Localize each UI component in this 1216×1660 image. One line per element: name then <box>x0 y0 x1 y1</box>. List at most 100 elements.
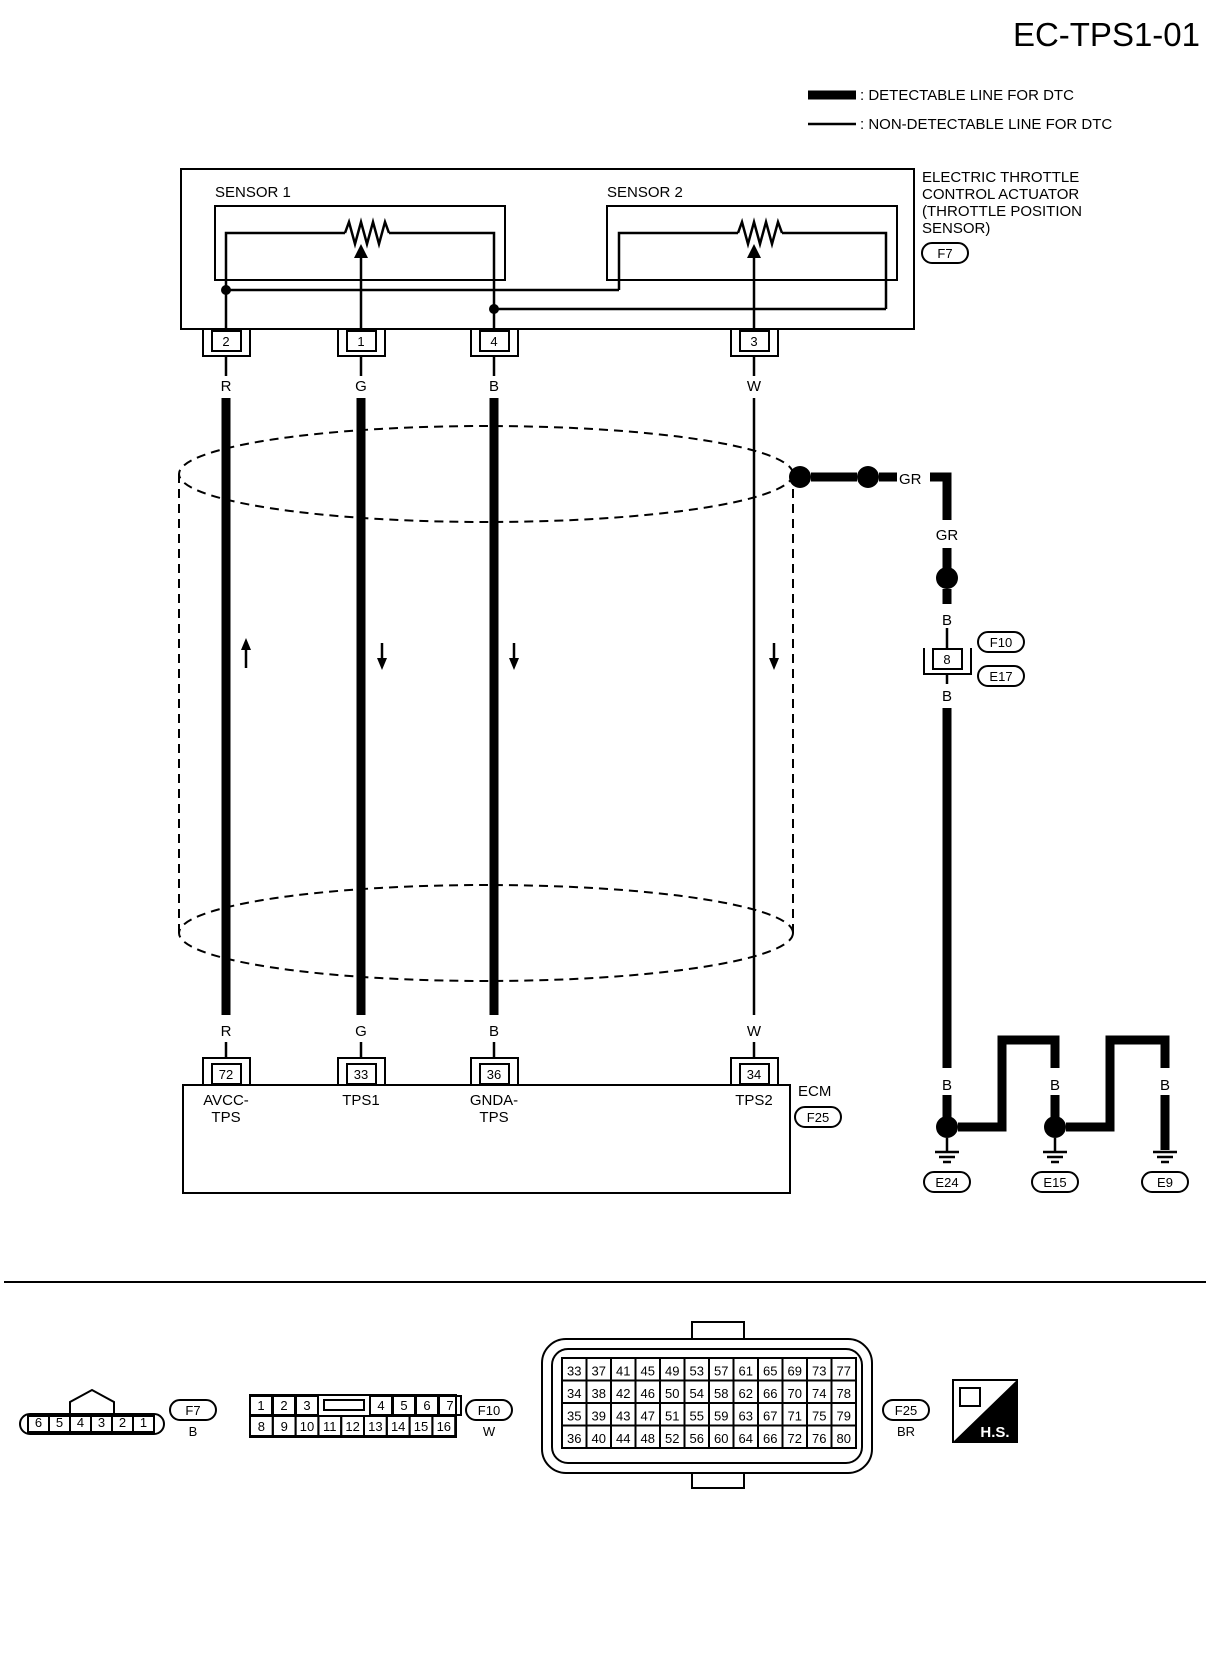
f25-top-key <box>691 1321 745 1340</box>
ecm-term-avcc-2: TPS <box>211 1109 240 1126</box>
f25-housing-inner <box>551 1348 863 1464</box>
f25-pin-2-6: 59 <box>714 1409 728 1424</box>
f10-tag <box>465 1399 513 1421</box>
f10-key-slot <box>323 1399 365 1411</box>
legend-detectable: : DETECTABLE LINE FOR DTC <box>860 87 1074 104</box>
ground-splice-e24 <box>936 1116 958 1138</box>
f25-pin-3-6: 60 <box>714 1431 728 1446</box>
f7-pin-4: 4 <box>77 1415 84 1430</box>
f10-pin-5: 5 <box>400 1398 407 1413</box>
ground-bridge-1 <box>958 1035 1060 1132</box>
f10-pin-2: 2 <box>280 1398 287 1413</box>
hs-symbol: H.S. <box>952 1379 1018 1443</box>
f7-view-id: F7 <box>185 1403 200 1418</box>
f25-pin-2-4: 51 <box>665 1409 679 1424</box>
actuator-title-3: (THROTTLE POSITION <box>922 203 1082 220</box>
joint-connector-1: F10 <box>990 635 1012 650</box>
drain-color-b: GR <box>936 527 959 544</box>
arrow-down-g-head <box>377 658 387 670</box>
sensor2-wiper-arrow <box>747 244 761 258</box>
f25-bottom-key <box>691 1472 745 1489</box>
connector-tag-f25 <box>794 1106 842 1128</box>
f25-pin-1-9: 70 <box>788 1386 802 1401</box>
f25-pin-1-2: 42 <box>616 1386 630 1401</box>
hs-connector-icon <box>959 1387 981 1407</box>
joint-pin-box <box>932 648 963 670</box>
ground-label-e9: E9 <box>1157 1175 1173 1190</box>
ecm: ECM F25 72 33 36 34 AVCC- TPS TPS1 GNDA-… <box>182 1057 842 1194</box>
f10-pin-16-cell <box>431 1415 457 1437</box>
f25-pin-1-7: 62 <box>739 1386 753 1401</box>
f10-pin-9: 9 <box>281 1419 288 1434</box>
f25-pin-0-8: 65 <box>763 1364 777 1379</box>
ground-tag-e15 <box>1031 1171 1079 1193</box>
f10-view-id: F10 <box>478 1403 500 1418</box>
f7-housing <box>19 1413 165 1435</box>
f10-pin-14: 14 <box>391 1419 405 1434</box>
ground-symbol-e24 <box>935 1138 959 1164</box>
f25-pin-0-5: 53 <box>690 1364 704 1379</box>
ecm-pin-box-33 <box>346 1063 377 1085</box>
ground-symbol-e15 <box>1043 1138 1067 1164</box>
actuator-title-2: CONTROL ACTUATOR <box>922 186 1079 203</box>
ecm-bracket-36 <box>470 1057 519 1085</box>
f7-pin-6: 6 <box>35 1415 42 1430</box>
shield-top-ellipse <box>178 425 794 523</box>
drain-color-c: B <box>942 612 952 629</box>
sensor1-left-lead <box>224 231 345 290</box>
drain-color-d: B <box>942 688 952 705</box>
sensor2-label: SENSOR 2 <box>607 184 683 201</box>
pin-box-2 <box>211 330 242 352</box>
arrow-down-w-head <box>769 658 779 670</box>
f10-pin-16: 16 <box>437 1419 451 1434</box>
wire-color-top-w: W <box>747 378 762 395</box>
f10-pin-13: 13 <box>368 1419 382 1434</box>
f25-tag <box>882 1399 930 1421</box>
f25-pin-0-4: 49 <box>665 1364 679 1379</box>
f7-pin-2: 2 <box>119 1415 126 1430</box>
f25-pin-1-11: 78 <box>837 1386 851 1401</box>
f10-pin-6: 6 <box>423 1398 430 1413</box>
f25-pin-0-2: 41 <box>616 1364 630 1379</box>
grounds: B B B B B E24 E15 <box>923 1035 1189 1193</box>
shield-drain: GR GR B 8 F10 E17 B <box>789 466 1025 1068</box>
f7-pin-1-cell <box>132 1415 155 1433</box>
f25-pin-1-1: 38 <box>592 1386 606 1401</box>
sensor-pins: 2 1 4 3 <box>202 330 779 357</box>
legend-non-detectable: : NON-DETECTABLE LINE FOR DTC <box>860 116 1112 133</box>
actuator-title-1: ELECTRIC THROTTLE <box>922 169 1079 186</box>
ecm-pin-box-72 <box>211 1063 242 1085</box>
f25-pin-2-10: 75 <box>812 1409 826 1424</box>
f25-view-color: BR <box>897 1424 915 1439</box>
ecm-term-tps2: TPS2 <box>735 1092 773 1109</box>
joint-pin: 8 <box>943 652 950 667</box>
f25-pin-3-7: 64 <box>739 1431 753 1446</box>
f25-pin-2-3: 47 <box>641 1409 655 1424</box>
sensor1-right-lead <box>389 231 496 309</box>
shield-splice-3 <box>936 567 958 589</box>
shield-splice-2 <box>857 466 879 488</box>
ecm-pin-72: 72 <box>219 1067 233 1082</box>
ecm-pin-34: 34 <box>747 1067 761 1082</box>
throttle-actuator: ELECTRIC THROTTLE CONTROL ACTUATOR (THRO… <box>180 168 1082 330</box>
f25-pin-3-2: 44 <box>616 1431 630 1446</box>
f25-pin-1-3: 46 <box>641 1386 655 1401</box>
sensor2-box <box>606 205 898 281</box>
f7-pin-3: 3 <box>98 1415 105 1430</box>
page-code: EC-TPS1-01 <box>1013 16 1200 53</box>
sensor-pin-2: 2 <box>222 334 229 349</box>
f10-pin-4: 4 <box>377 1398 384 1413</box>
drain-color-a: GR <box>899 471 922 488</box>
shield <box>178 425 794 982</box>
f25-pin-0-10: 73 <box>812 1364 826 1379</box>
pin-box-3 <box>739 330 770 352</box>
ecm-pin-36: 36 <box>487 1067 501 1082</box>
sensor2-resistor <box>736 217 784 249</box>
f25-pin-3-4: 52 <box>665 1431 679 1446</box>
sensor1-resistor <box>343 217 391 249</box>
ground-color-2: B <box>997 1077 1007 1094</box>
f25-pin-3-0: 36 <box>567 1431 581 1446</box>
f25-pin-1-8: 66 <box>763 1386 777 1401</box>
ground-color-3: B <box>1050 1077 1060 1094</box>
